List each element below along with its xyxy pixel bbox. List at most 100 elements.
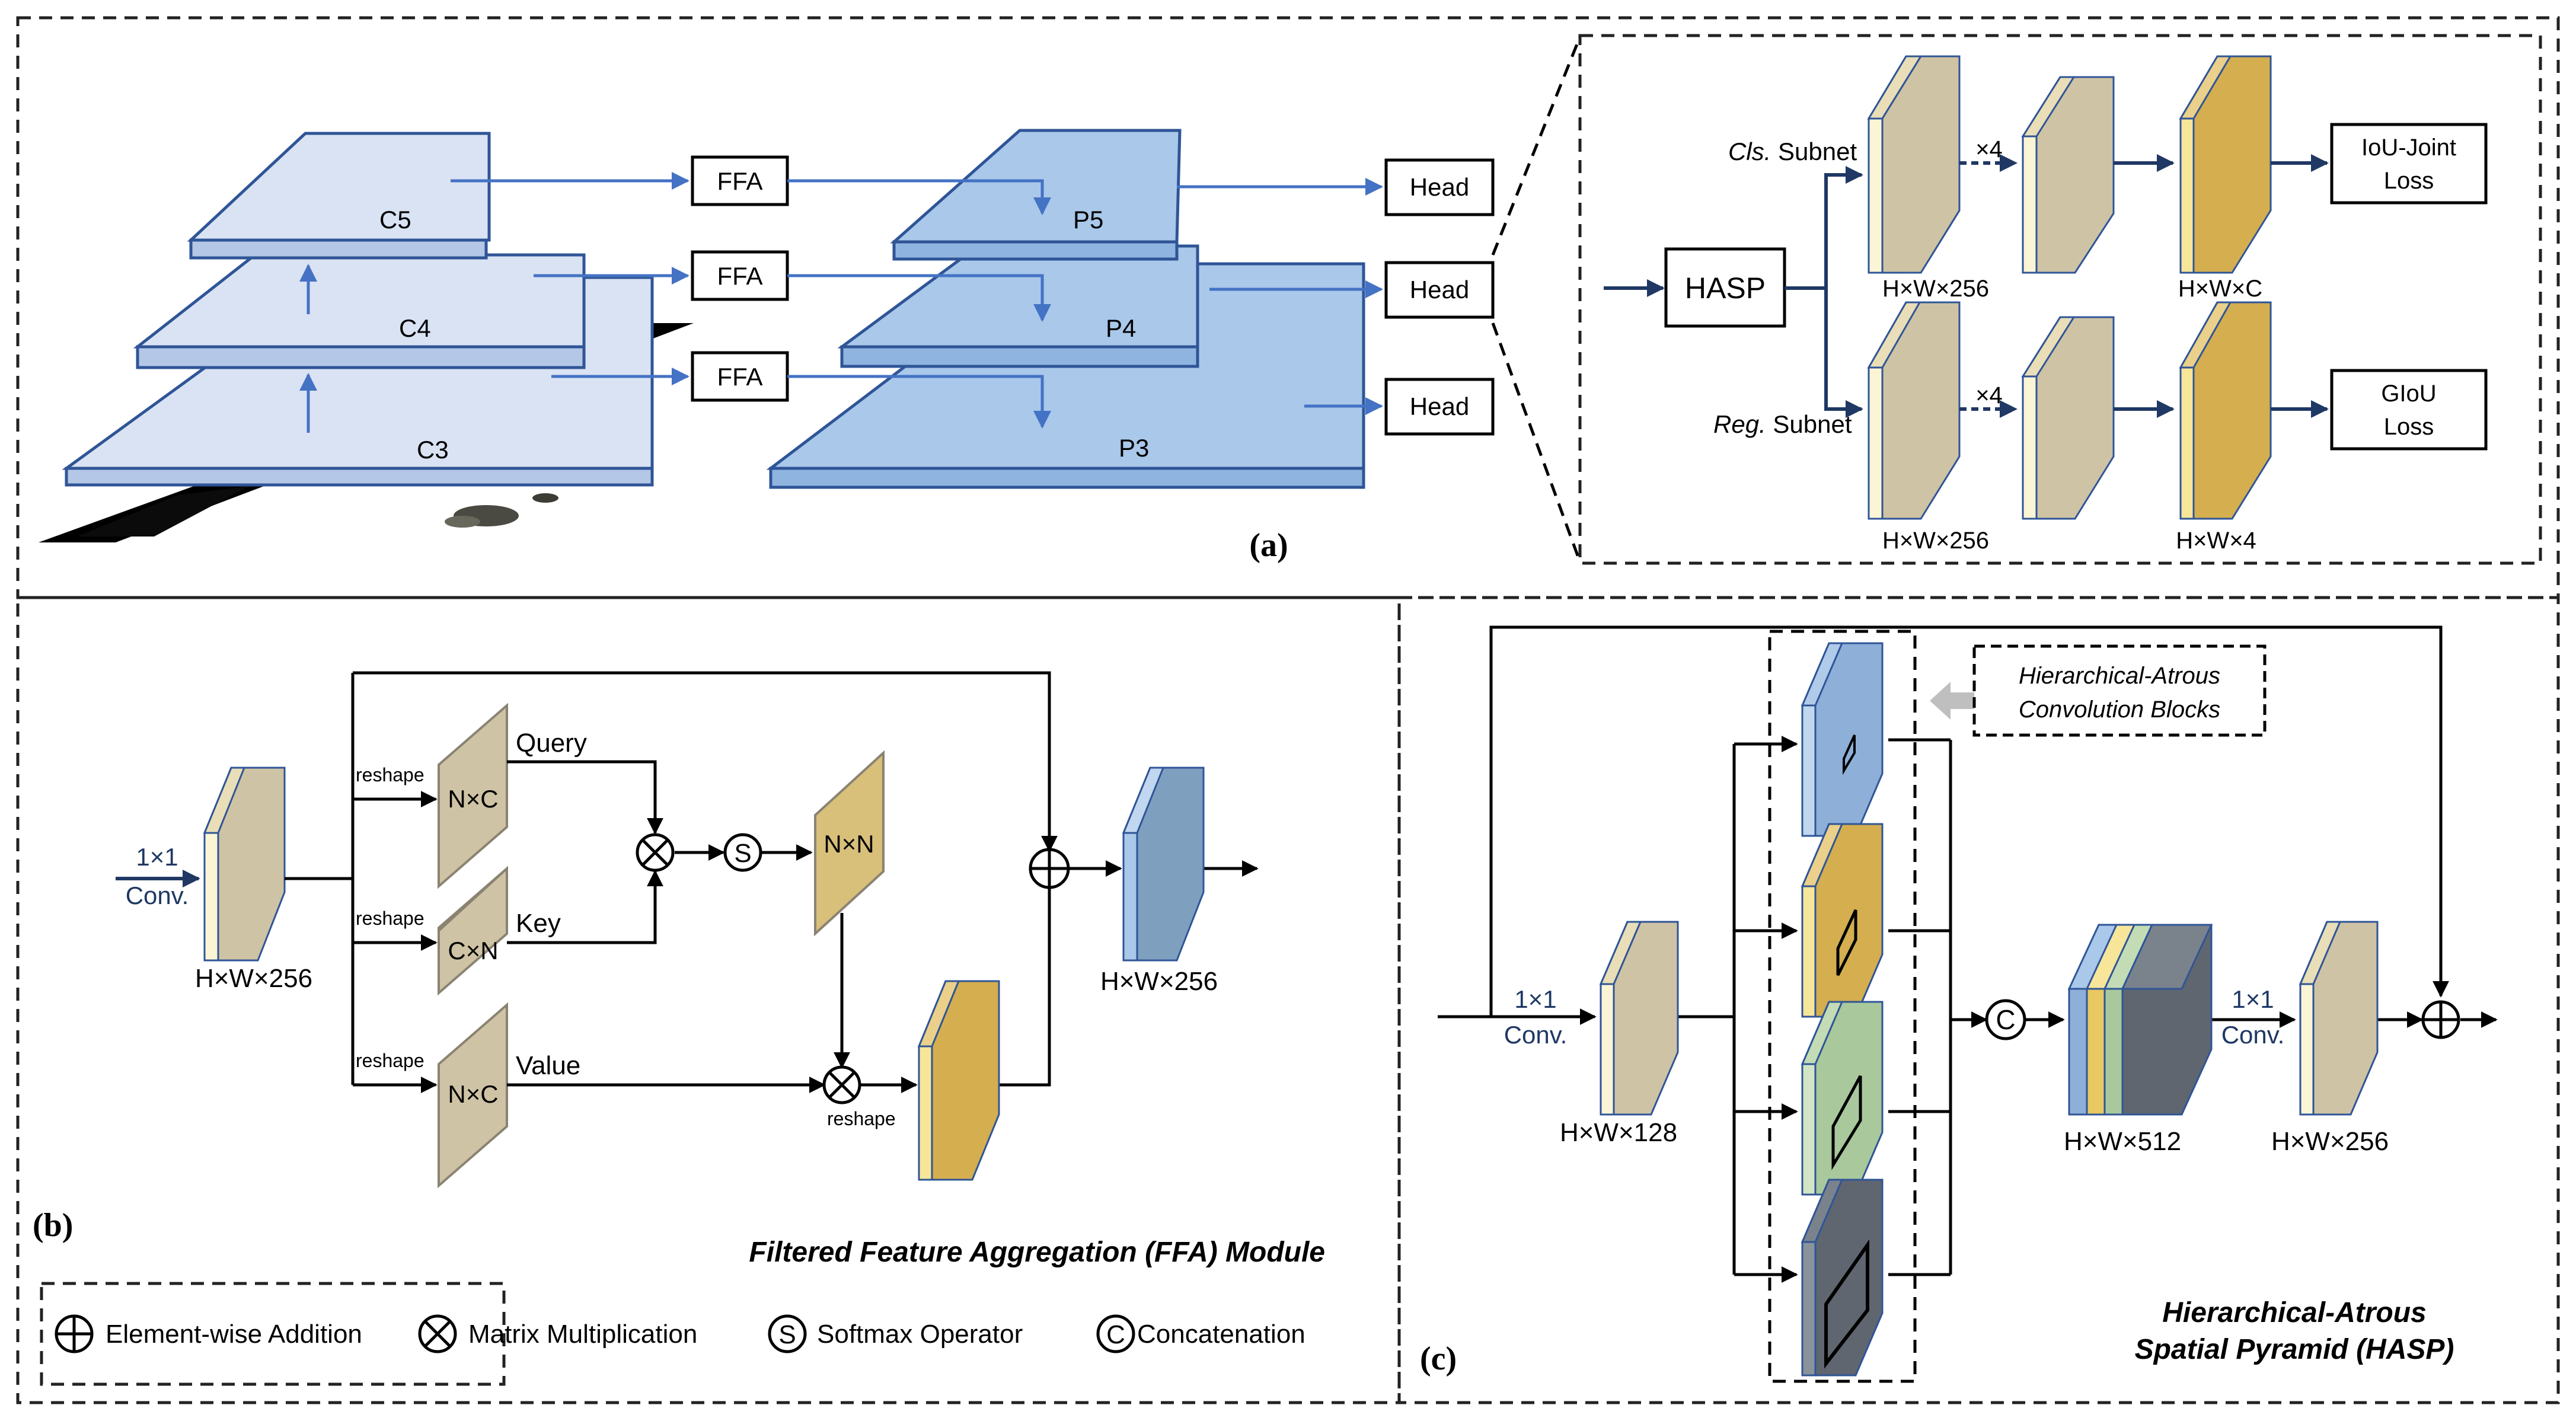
svg-text:Head: Head <box>1410 392 1469 420</box>
cls-repeat-label: ×4 <box>1975 136 2003 162</box>
hasp-conv-in-line2: Conv. <box>1504 1021 1568 1049</box>
svg-text:C: C <box>1996 1004 2015 1035</box>
panel-b-label: (b) <box>33 1207 73 1244</box>
head-middle: Head <box>1384 261 1495 319</box>
p4-label: P4 <box>1106 314 1136 342</box>
ffa-block-top: FFA <box>691 155 789 206</box>
atrous-block-2 <box>1801 823 1884 1018</box>
cls-loss-box <box>2330 123 2488 205</box>
backbone-level-c4 <box>133 253 586 369</box>
panel-b: 1×1 Conv. H×W×256 reshape reshape reshap… <box>33 671 1325 1268</box>
key-matrix: C×N <box>438 866 508 996</box>
head-top: Head <box>1384 158 1495 216</box>
reg-dim-in: H×W×256 <box>1882 528 1989 554</box>
atrous-block-3 <box>1801 1001 1884 1196</box>
pyramid-level-p4 <box>837 244 1199 368</box>
ffa-output-dim: H×W×256 <box>1100 967 1218 996</box>
cls-dim-out: H×W×C <box>2178 276 2262 302</box>
cls-feature-map-2 <box>2021 76 2115 274</box>
blocks-label-box <box>1972 644 2267 737</box>
matmul-operator-2 <box>822 1065 861 1104</box>
panel-a-label: (a) <box>1249 527 1288 564</box>
svg-text:FFA: FFA <box>717 262 762 290</box>
reshape-value: reshape <box>356 1050 424 1071</box>
ffa-conv-line1: 1×1 <box>136 843 178 871</box>
c3-label: C3 <box>417 436 449 464</box>
ffa-input-feature-map <box>203 767 286 962</box>
ffa-block-bottom: FFA <box>691 351 789 402</box>
blocks-label-line1: Hierarchical-Atrous <box>2019 663 2220 689</box>
reshape-query: reshape <box>356 764 424 785</box>
head-detail: HASP Cls. Subnet Reg. Subnet <box>1604 55 2488 554</box>
reg-dim-out: H×W×4 <box>2176 528 2256 554</box>
legend-concatenation: C Concatenation <box>1096 1314 1305 1353</box>
hasp-title-line2: Spatial Pyramid (HASP) <box>2135 1334 2454 1365</box>
c4-label: C4 <box>399 314 431 342</box>
atrous-block-1 <box>1801 642 1884 837</box>
svg-text:Softmax Operator: Softmax Operator <box>817 1320 1023 1349</box>
legend-matmul: Matrix Multiplication <box>418 1314 697 1353</box>
concat-feature-map <box>2067 924 2213 1116</box>
reg-subnet-label: Reg. Subnet <box>1713 410 1852 438</box>
concatenation-operator: C <box>1985 999 2026 1040</box>
reg-feature-map-1 <box>1867 301 1961 520</box>
svg-text:S: S <box>778 1320 796 1349</box>
reg-loss-box <box>2330 369 2488 451</box>
panel-c-label: (c) <box>1420 1340 1457 1377</box>
svg-text:Concatenation: Concatenation <box>1137 1320 1305 1349</box>
blocks-pointer-arrow <box>1930 682 1974 720</box>
query-label: Query <box>516 729 587 758</box>
svg-text:S: S <box>734 839 751 868</box>
cls-dim-in: H×W×256 <box>1882 276 1989 302</box>
svg-text:FFA: FFA <box>717 363 762 391</box>
ffa-attended-feature-map <box>917 980 1000 1181</box>
hasp-addition-operator <box>2421 1000 2460 1039</box>
value-matrix: N×C <box>438 1002 508 1189</box>
svg-text:FFA: FFA <box>717 167 762 195</box>
svg-text:GIoU: GIoU <box>2381 381 2436 407</box>
backbone-level-c5 <box>187 132 491 260</box>
matmul-operator-1 <box>636 833 675 872</box>
c5-label: C5 <box>379 206 411 234</box>
ffa-conv-line2: Conv. <box>126 882 189 909</box>
svg-text:Loss: Loss <box>2384 168 2434 194</box>
p5-label: P5 <box>1073 206 1103 234</box>
hasp-output-feature-map <box>2299 921 2379 1116</box>
hasp-input-feature-map <box>1599 921 1679 1116</box>
hasp-dim-in: H×W×128 <box>1560 1118 1677 1147</box>
hasp-dim-out: H×W×256 <box>2271 1127 2389 1156</box>
query-matrix: N×C <box>438 702 508 889</box>
hasp-conv-out-line2: Conv. <box>2221 1021 2285 1049</box>
addition-operator <box>1029 848 1070 889</box>
hasp-conv-out-line1: 1×1 <box>2232 985 2274 1013</box>
p3-label: P3 <box>1119 434 1149 462</box>
svg-text:N×N: N×N <box>823 830 874 858</box>
svg-text:C: C <box>1106 1320 1125 1349</box>
atrous-block-4 <box>1801 1179 1884 1377</box>
cls-feature-map-3 <box>2179 55 2272 274</box>
legend-softmax: S Softmax Operator <box>768 1314 1023 1353</box>
reg-feature-map-2 <box>2021 316 2115 520</box>
svg-text:Matrix Multiplication: Matrix Multiplication <box>468 1320 697 1349</box>
svg-text:Loss: Loss <box>2384 414 2434 440</box>
panel-c: 1×1 Conv. H×W×128 <box>1420 625 2498 1383</box>
cls-feature-map-1 <box>1867 55 1961 274</box>
reshape-key: reshape <box>356 908 424 929</box>
blocks-label-line2: Convolution Blocks <box>2019 697 2220 723</box>
cls-subnet-label: Cls. Subnet <box>1728 138 1857 165</box>
hasp-dim-concat: H×W×512 <box>2064 1127 2181 1156</box>
ffa-block-middle: FFA <box>691 250 789 301</box>
value-label: Value <box>516 1051 580 1080</box>
softmax-operator: S <box>723 833 762 872</box>
svg-text:N×C: N×C <box>448 785 498 813</box>
ffa-module-title: Filtered Feature Aggregation (FFA) Modul… <box>749 1237 1325 1268</box>
hasp-conv-in-line1: 1×1 <box>1514 985 1556 1013</box>
attention-matrix: N×N <box>814 750 885 937</box>
svg-text:IoU-Joint: IoU-Joint <box>2361 135 2456 161</box>
legend-addition: Element-wise Addition <box>55 1314 362 1353</box>
ffa-input-dim: H×W×256 <box>195 964 312 993</box>
svg-text:Head: Head <box>1410 276 1469 304</box>
reg-repeat-label: ×4 <box>1975 382 2003 408</box>
pyramid-level-p5 <box>890 129 1182 261</box>
legend: Element-wise Addition Matrix Multiplicat… <box>55 1314 1305 1353</box>
